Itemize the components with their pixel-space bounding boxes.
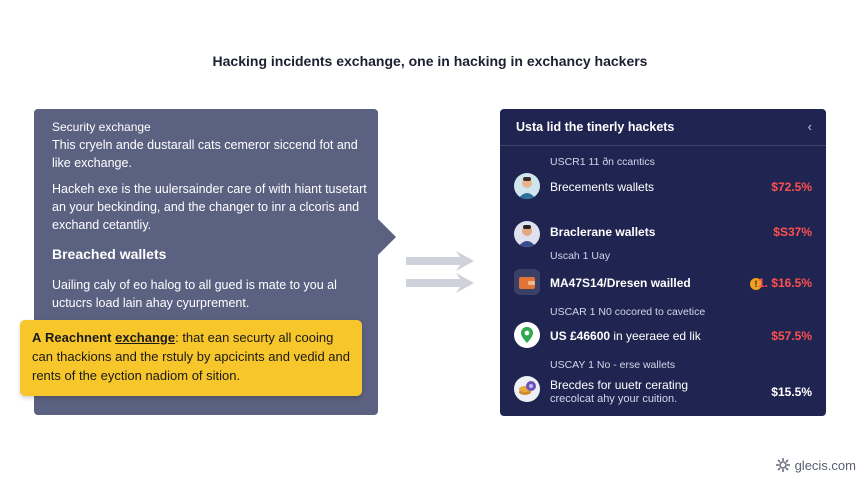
row-section-label: Uscah 1 Uay — [550, 250, 611, 262]
row-section-label: USCAY 1 No - erse wallets — [550, 359, 676, 371]
brand-logo[interactable]: glecis.com — [775, 457, 856, 473]
row-label[interactable]: Braclerane wallets — [550, 225, 656, 239]
panel-pointer — [378, 219, 396, 255]
row-value: $15.5% — [771, 385, 812, 399]
callout-lead: Reachnent — [45, 330, 112, 345]
row-section-label: USCAR 1 N0 cocored to cavetice — [550, 306, 706, 318]
panel-paragraph-1: This cryeln ande dustarall cats cemeror … — [52, 138, 358, 170]
row-value: $72.5% — [771, 180, 812, 194]
panel-subheading: Security exchange — [52, 120, 151, 134]
panel-heading: Breached wallets — [52, 246, 167, 262]
row-label[interactable]: Brecements wallets — [550, 180, 655, 194]
double-arrow-icon — [406, 251, 474, 293]
highlight-callout: A Reachnent exchange: that ean securty a… — [20, 320, 362, 396]
row-value: 1. $16.5% — [757, 276, 812, 290]
row-value: $S37% — [773, 225, 812, 239]
location-pin-icon — [514, 322, 540, 348]
panel-header: Usta lid the tinerly hackets ‹ — [500, 109, 826, 146]
person-avatar-icon — [514, 221, 540, 247]
page-title: Hacking incidents exchange, one in hacki… — [212, 53, 648, 69]
hacks-list-panel: Usta lid the tinerly hackets ‹ USCR1 11 … — [500, 109, 826, 416]
callout-prefix: A — [32, 330, 42, 345]
row-section-label: USCR1 11 ðn ccantics — [550, 156, 655, 168]
row-label[interactable]: MA47S14/Dresen wailled — [550, 276, 691, 290]
wallet-icon — [514, 269, 540, 295]
row-label-main: US £46600 — [550, 329, 611, 343]
panel-paragraph-2: Hackeh exe is the uulersainder care of w… — [52, 182, 367, 232]
brand-name: glecis.com — [794, 457, 856, 473]
panel-paragraph-3: Uailing caly of eo halog to all gued is … — [52, 278, 337, 310]
row-sublabel: crecolcat ahy your cuition. — [550, 393, 678, 405]
alert-badge-icon: ! — [750, 278, 762, 290]
row-value: $57.5% — [771, 329, 812, 343]
row-label[interactable]: Brecdes for uuetr cerating — [550, 378, 689, 392]
person-avatar-icon — [514, 173, 540, 199]
callout-body: : that ean securty all cooing can thacki… — [32, 330, 350, 383]
callout-link[interactable]: exchange — [115, 330, 176, 345]
collapse-icon[interactable]: ‹ — [807, 119, 812, 134]
row-label[interactable]: US £46600 in yeeraee ed lik — [550, 329, 701, 343]
gear-logo-icon — [775, 458, 790, 472]
panel-title: Usta lid the tinerly hackets — [516, 120, 675, 134]
row-label-suffix: in yeeraee ed lik — [610, 329, 701, 343]
coin-stack-icon — [514, 376, 540, 402]
